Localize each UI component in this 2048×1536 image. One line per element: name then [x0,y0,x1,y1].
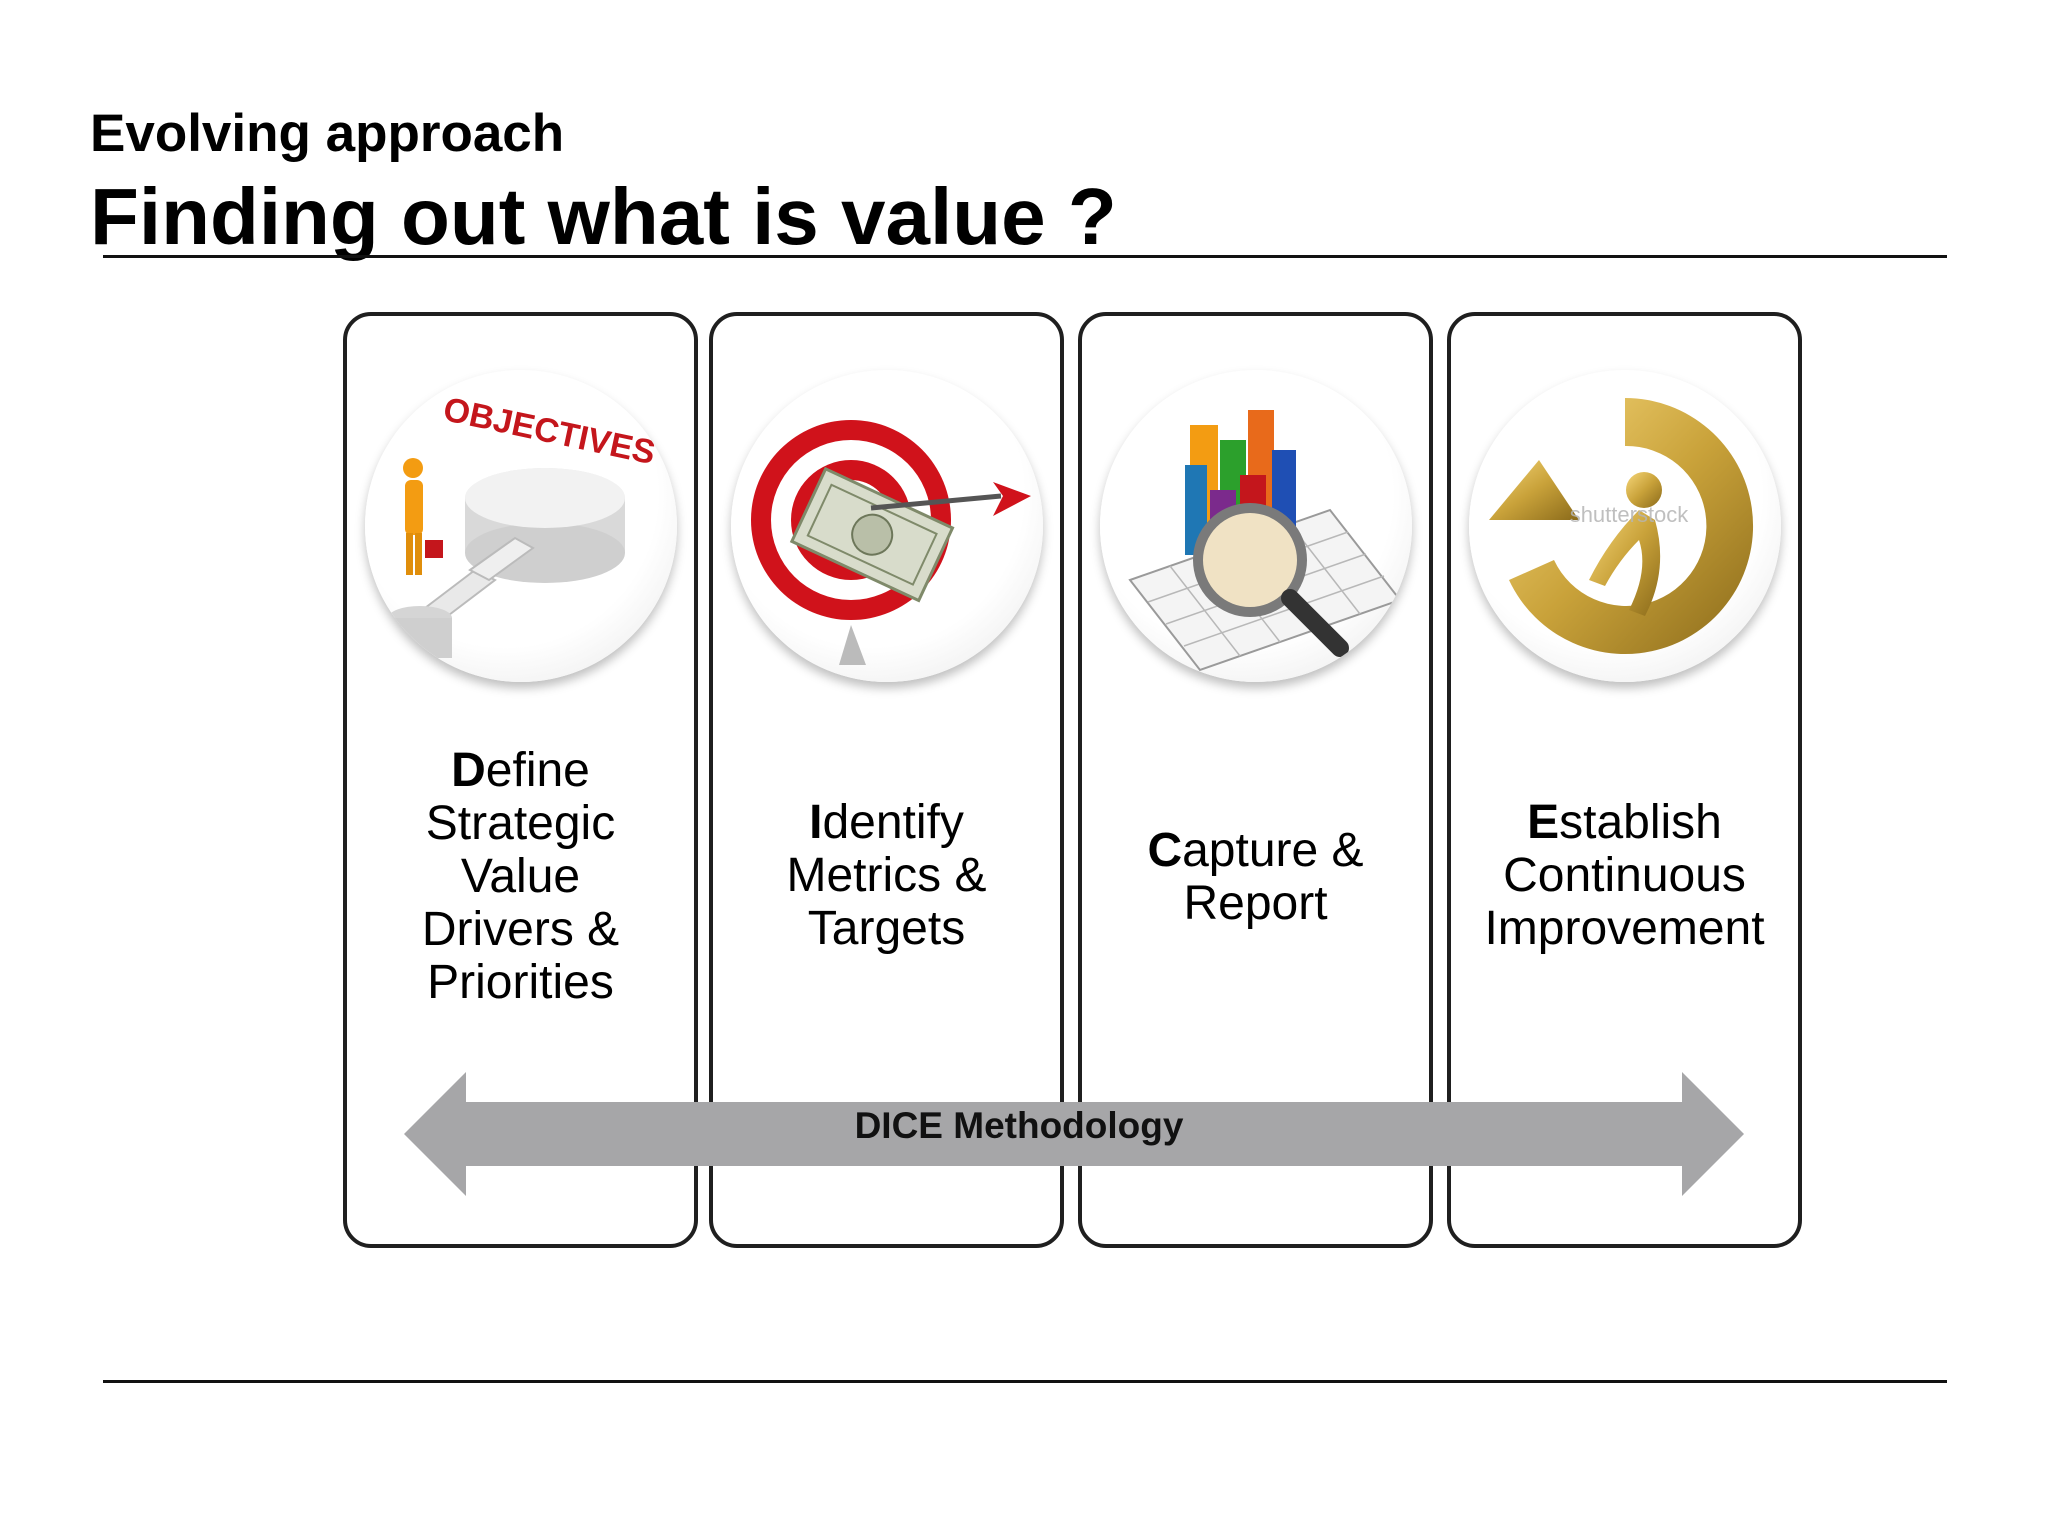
target-dart-money-icon [731,370,1043,682]
objectives-stairs-icon: OBJECTIVES [365,370,677,682]
step-label-establish: Establish Continuous Improvement [1484,796,1765,955]
slide-title: Finding out what is value ? [90,172,1117,261]
chart-magnifier-icon [1100,370,1412,682]
step-initial: C [1147,824,1183,877]
step-initial: D [451,744,486,797]
step-label-define: Define Strategic Value Drivers & Priorit… [421,744,620,1009]
step-panel-establish: shutterstock Establish Continuous Improv… [1447,312,1802,1248]
step-label-identify: Identify Metrics & Targets [786,796,987,955]
methodology-double-arrow [404,1072,1744,1196]
step-label-capture: Capture & Report [1147,824,1364,930]
step-panel-capture: Capture & Report [1078,312,1433,1248]
title-divider [103,255,1947,258]
watermark-text: shutterstock [1570,502,1690,527]
slide-subtitle: Evolving approach [90,104,565,163]
objectives-icon-text: OBJECTIVES [440,390,659,472]
golden-cycle-arrow-icon: shutterstock [1469,370,1781,682]
footer-divider [103,1380,1947,1383]
step-initial: E [1527,796,1560,849]
methodology-label: DICE Methodology [854,1105,1184,1146]
step-initial: I [809,796,823,849]
step-panel-identify: Identify Metrics & Targets [709,312,1064,1248]
step-panel-define: OBJECTIVES Define Strategic Value Driver… [343,312,698,1248]
